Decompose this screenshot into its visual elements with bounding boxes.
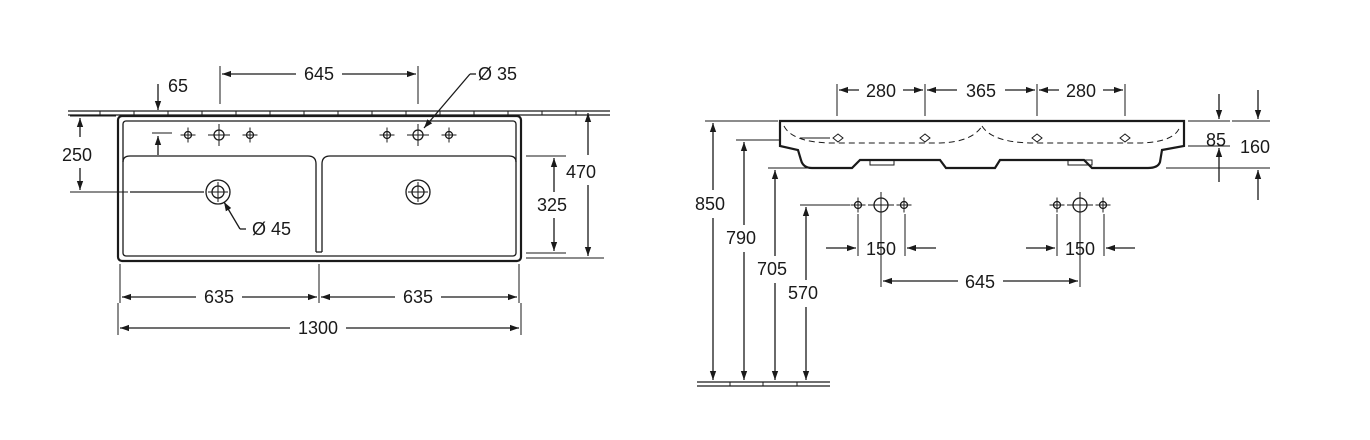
drain-left-icon (205, 179, 231, 205)
front-hole-icon (832, 133, 844, 143)
dim-tap-spacing: 645 (219, 64, 419, 104)
dim-total-height: 160 (1166, 90, 1270, 200)
floor-line (697, 381, 830, 387)
label-tap-diameter: Ø 35 (478, 64, 517, 84)
label-570: 570 (788, 283, 818, 303)
label-85: 85 (1206, 130, 1226, 150)
tap-hole-icon (1049, 197, 1065, 213)
dim-heights: 850 790 705 570 (695, 120, 850, 380)
front-hole-icon (1119, 133, 1131, 143)
label-470: 470 (566, 162, 596, 182)
front-hole-icon (1031, 133, 1043, 143)
dim-rear-shelf: 250 (62, 115, 128, 193)
dim-tap-diameter: Ø 35 (423, 64, 517, 129)
label-drain-diameter: Ø 45 (252, 219, 291, 239)
tap-hole-icon (1095, 197, 1111, 213)
tap-hole-icon (850, 197, 866, 213)
tap-hole-icon (896, 197, 912, 213)
label-635-right: 635 (403, 287, 433, 307)
wall-line (68, 110, 610, 116)
dim-depth: 470 (526, 110, 604, 259)
front-hole-icon (919, 133, 931, 143)
label-705: 705 (757, 259, 787, 279)
label-635-left: 635 (204, 287, 234, 307)
dim-drain-diameter: Ø 45 (223, 201, 291, 239)
tap-hole-icon (441, 127, 457, 143)
label-1300: 1300 (298, 318, 338, 338)
tap-group-left-icon (850, 192, 912, 218)
dim-basin-widths: 635 635 (119, 264, 520, 307)
label-280-right: 280 (1066, 81, 1096, 101)
tap-hole-icon (1067, 192, 1093, 218)
label-850: 850 (695, 194, 725, 214)
label-645: 645 (304, 64, 334, 84)
tap-hole-icon (208, 124, 230, 146)
tap-hole-icon (242, 127, 258, 143)
dim-tap-center-spacing: 645 (880, 214, 1081, 292)
tap-group-right-icon (1049, 192, 1111, 218)
top-view: 645 65 Ø 35 Ø 45 250 (62, 64, 610, 338)
tap-hole-icon (180, 124, 457, 146)
dim-bowl-depth: 325 (526, 155, 567, 254)
tap-hole-icon (180, 127, 196, 143)
label-325: 325 (537, 195, 567, 215)
drain-right-icon (405, 179, 431, 205)
dim-wall-offset: 65 (152, 76, 188, 155)
tap-hole-icon (407, 124, 429, 146)
label-160: 160 (1240, 137, 1270, 157)
basin-outline (116, 114, 523, 263)
tap-hole-icon (868, 192, 894, 218)
label-645-front: 645 (965, 272, 995, 292)
dim-top-spacings: 280 365 280 (836, 81, 1126, 116)
front-view: 280 365 280 85 160 (695, 81, 1270, 387)
label-365: 365 (966, 81, 996, 101)
basin-profile (778, 119, 1186, 170)
label-65: 65 (168, 76, 188, 96)
label-280-left: 280 (866, 81, 896, 101)
label-790: 790 (726, 228, 756, 248)
dim-rim-height: 85 (1188, 94, 1230, 182)
label-250: 250 (62, 145, 92, 165)
tap-hole-icon (379, 127, 395, 143)
dim-total-width: 1300 (117, 303, 522, 338)
